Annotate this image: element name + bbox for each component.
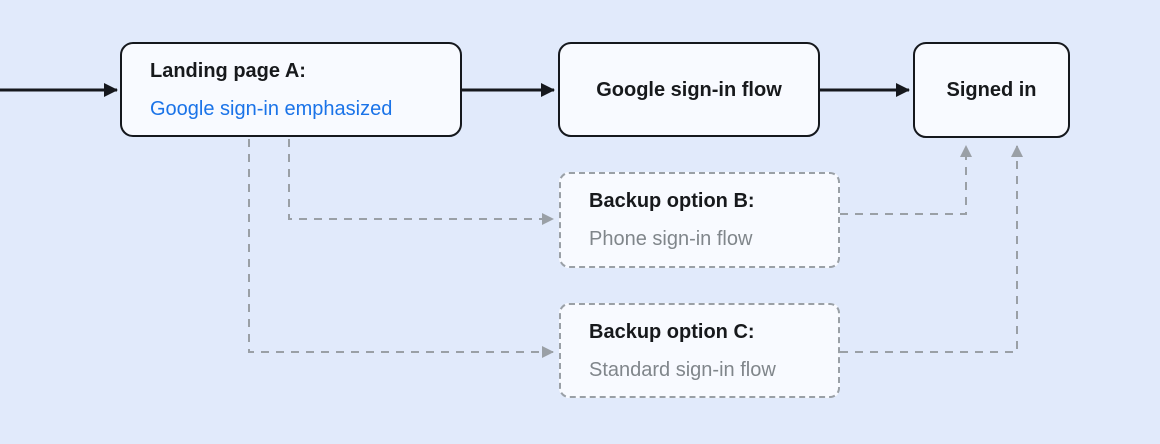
google-signin-flow-label: Google sign-in flow: [596, 78, 782, 101]
backup-option-b-title: Backup option B:: [589, 190, 755, 212]
backup-option-c-subtitle: Standard sign-in flow: [589, 358, 776, 381]
node-google-signin-flow: Google sign-in flow: [558, 42, 820, 137]
node-backup-option-c: Backup option C: Standard sign-in flow: [559, 303, 840, 398]
node-signed-in: Signed in: [913, 42, 1070, 138]
signed-in-label: Signed in: [946, 79, 1037, 101]
edge-backup-c-to-signed-in: [840, 145, 1023, 353]
edge-landing-to-backup-b: [288, 139, 554, 225]
landing-page-a-title: Landing page A:: [150, 59, 306, 82]
edge-backup-b-to-signed-in: [840, 145, 972, 215]
backup-option-b-subtitle: Phone sign-in flow: [589, 228, 753, 250]
node-landing-page-a: Landing page A: Google sign-in emphasize…: [120, 42, 462, 137]
backup-option-c-title: Backup option C:: [589, 320, 755, 343]
edge-landing-to-backup-c: [248, 139, 554, 358]
landing-page-a-subtitle: Google sign-in emphasized: [150, 97, 393, 120]
node-backup-option-b: Backup option B: Phone sign-in flow: [559, 172, 840, 268]
